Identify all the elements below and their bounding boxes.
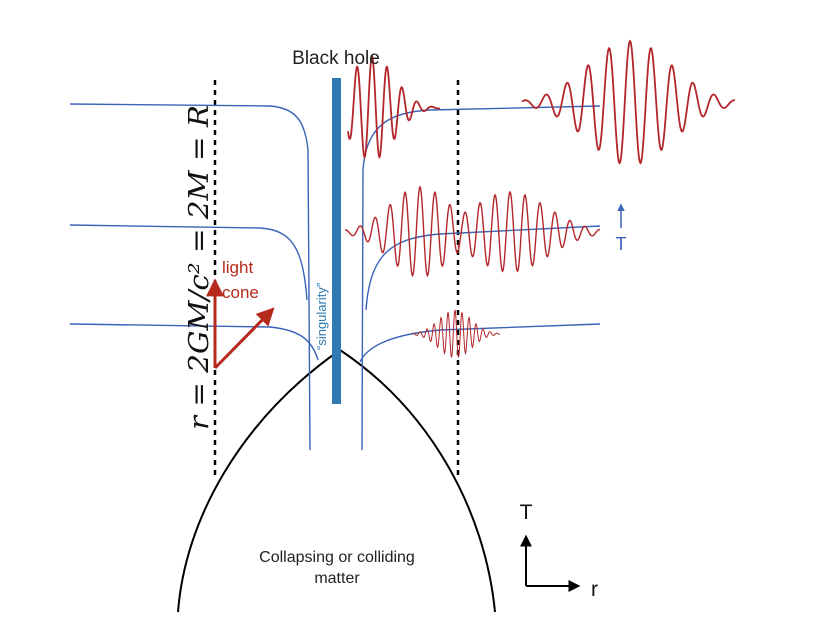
time-slice-middle-right [365, 225, 601, 311]
singularity-bar [332, 78, 341, 404]
light-cone-label-line1: light [222, 258, 253, 277]
axis-t-label: T [520, 501, 533, 524]
matter-label-line1: Collapsing or colliding [259, 549, 415, 566]
horizon-equation: r = 2GM/c² = 2M = R [184, 105, 215, 430]
wave-packet-top-left [347, 53, 441, 160]
light-cone-diagonal-arrow [213, 307, 275, 370]
time-interval-label: T [616, 234, 627, 254]
wave-packet-bottom [411, 309, 501, 358]
axis-r-label: r [591, 578, 598, 601]
time-slice-middle-left [69, 224, 308, 301]
light-cone-label-line2: cone [222, 283, 259, 302]
time-slice-bottom-left [69, 323, 319, 361]
singularity-label: “singularity” [314, 283, 329, 350]
wave-packet-middle-left [344, 185, 461, 278]
wave-packet-middle-right [457, 190, 601, 273]
time-slice-top-left [69, 103, 311, 451]
gravitational-waves [344, 39, 736, 358]
wave-packet-top-right [521, 39, 736, 165]
matter-label-line2: matter [314, 570, 360, 587]
diagram-title: Black hole [292, 48, 380, 69]
time-slice-bottom-right [359, 323, 601, 363]
